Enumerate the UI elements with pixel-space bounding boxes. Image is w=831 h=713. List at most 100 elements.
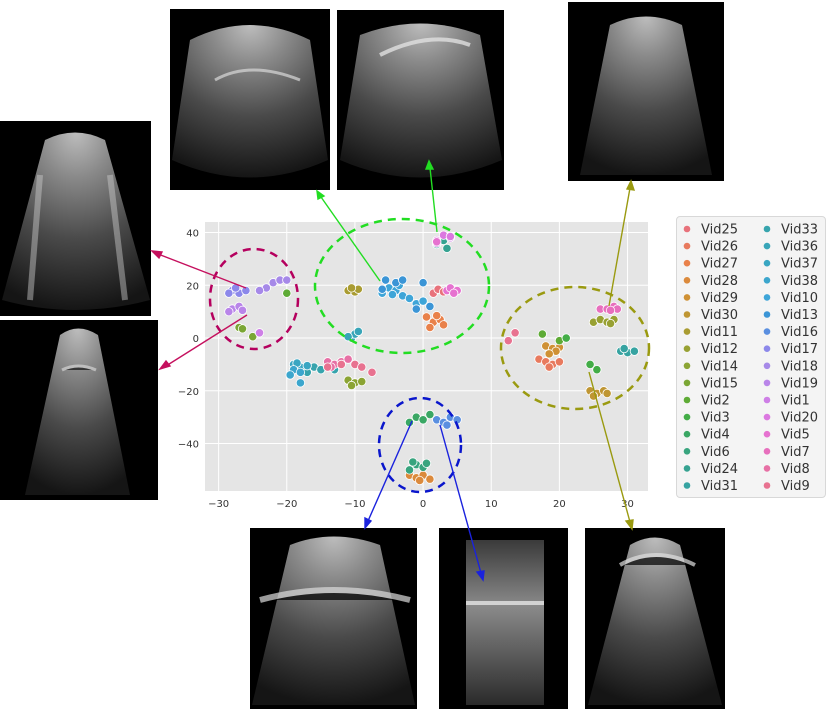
data-point [503, 336, 513, 346]
legend-label: Vid28 [701, 274, 738, 289]
legend-label: Vid18 [781, 359, 818, 374]
data-point [510, 328, 520, 338]
series-Vid18 [254, 275, 292, 296]
legend-entry: Vid18 [763, 359, 818, 374]
legend-marker [763, 277, 771, 284]
legend-entry: Vid8 [763, 462, 810, 477]
legend-marker [763, 362, 771, 370]
legend-entry: Vid17 [763, 342, 818, 357]
data-point [432, 237, 442, 247]
data-point [561, 333, 571, 343]
data-point [357, 362, 367, 372]
legend-entry: Vid5 [763, 428, 810, 443]
data-point [418, 296, 428, 306]
data-point [282, 288, 292, 298]
series-Vid29 [541, 341, 565, 359]
legend-label: Vid6 [701, 445, 730, 460]
data-point [237, 324, 248, 334]
legend-marker [683, 225, 691, 233]
legend-entry: Vid30 [683, 308, 738, 323]
legend-marker [683, 448, 691, 455]
ultrasound-panel-left-1 [0, 121, 151, 316]
series-Vid27 [421, 311, 449, 333]
legend-entry: Vid4 [683, 428, 730, 443]
data-point [629, 346, 639, 356]
legend-entry: Vid14 [683, 359, 738, 374]
legend-label: Vid31 [701, 479, 738, 494]
series-Vid14 [343, 375, 367, 391]
x-tick-label: −30 [208, 499, 229, 510]
legend-marker [763, 225, 771, 233]
data-point [421, 312, 432, 322]
legend-label: Vid14 [701, 359, 738, 374]
data-point [336, 359, 346, 370]
legend-label: Vid27 [701, 257, 738, 272]
legend-marker [683, 362, 691, 370]
legend-marker [763, 396, 771, 404]
data-point [554, 357, 565, 367]
series-Vid6 [404, 457, 432, 475]
legend-label: Vid12 [701, 342, 738, 357]
legend-marker [683, 311, 691, 318]
cluster-ellipse-magenta [208, 247, 300, 351]
x-tick-label: −10 [344, 499, 365, 510]
legend-entry: Vid33 [763, 223, 818, 238]
data-point [295, 367, 306, 377]
legend-label: Vid25 [701, 223, 738, 238]
legend-marker [763, 259, 771, 267]
legend-label: Vid11 [701, 325, 738, 340]
legend-entry: Vid3 [683, 411, 730, 426]
data-point [224, 288, 234, 298]
legend-entry: Vid25 [683, 223, 738, 238]
data-point [248, 332, 258, 342]
legend-marker [763, 379, 771, 387]
data-point [442, 420, 452, 430]
legend-label: Vid36 [781, 240, 818, 255]
legend-label: Vid15 [701, 376, 738, 391]
legend-label: Vid29 [701, 291, 738, 306]
legend-marker [683, 242, 691, 250]
data-point [445, 231, 455, 242]
legend-marker [763, 328, 771, 335]
data-point [544, 362, 554, 372]
ultrasound-panel-left-2 [0, 320, 158, 500]
legend-marker [763, 482, 771, 489]
legend-entry: Vid13 [763, 308, 818, 323]
legend-entry: Vid20 [763, 411, 818, 426]
arrow-magenta-1 [150, 250, 247, 289]
legend-label: Vid8 [781, 462, 810, 477]
data-point [241, 285, 251, 296]
legend-marker [763, 413, 771, 421]
legend-entry: Vid28 [683, 274, 738, 289]
legend-marker [683, 294, 691, 301]
legend-entry: Vid6 [683, 445, 730, 460]
data-point [425, 409, 435, 420]
data-point [302, 361, 312, 371]
data-point [438, 320, 449, 330]
series-Vid11 [343, 283, 363, 297]
legend-label: Vid9 [781, 479, 810, 494]
legend-marker [683, 379, 691, 387]
series-Vid3 [561, 333, 602, 375]
legend-marker [763, 294, 771, 301]
legend-label: Vid5 [781, 428, 810, 443]
legend-entry: Vid12 [683, 342, 738, 357]
legend-entry: Vid26 [683, 240, 738, 255]
legend-entry: Vid1 [763, 394, 810, 409]
y-tick-label: 20 [186, 281, 199, 292]
series-Vid12 [588, 314, 619, 329]
data-point [411, 304, 421, 314]
data-point [449, 288, 459, 298]
legend-label: Vid20 [781, 411, 818, 426]
data-point [418, 415, 428, 425]
y-tick-label: −20 [178, 387, 199, 398]
arrow-blue-2 [439, 424, 485, 582]
legend-label: Vid37 [781, 257, 818, 272]
legend-entry: Vid10 [763, 291, 818, 306]
legend-entries: Vid25Vid26Vid27Vid28Vid29Vid30Vid11Vid12… [683, 223, 818, 494]
data-point [425, 474, 435, 484]
cluster-ellipse-blue [377, 396, 463, 494]
